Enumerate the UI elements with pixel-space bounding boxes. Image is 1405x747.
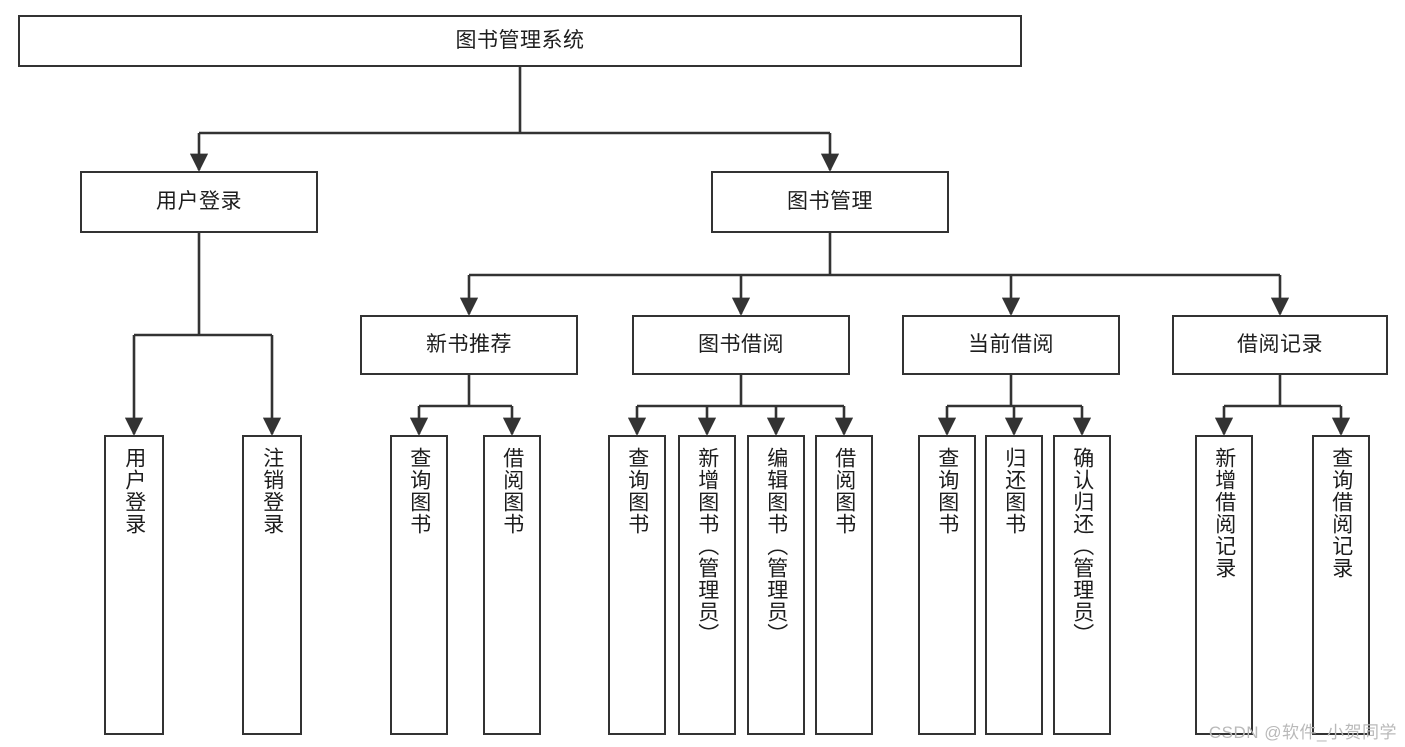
node-confirm-return-admin[interactable]: 确认归还（管理员） bbox=[1053, 435, 1111, 735]
node-user-login[interactable]: 用户登录 bbox=[80, 171, 318, 233]
node-user-logout[interactable]: 注销登录 bbox=[242, 435, 302, 735]
node-label: 图书管理系统 bbox=[455, 29, 585, 53]
node-query-book-3[interactable]: 查询图书 bbox=[918, 435, 976, 735]
node-label: 查询图书 bbox=[935, 447, 959, 535]
node-user-login-do[interactable]: 用户登录 bbox=[104, 435, 164, 735]
node-label: 用户登录 bbox=[122, 447, 146, 535]
node-borrow-record[interactable]: 借阅记录 bbox=[1172, 315, 1388, 375]
node-label: 新书推荐 bbox=[426, 333, 512, 357]
node-label: 查询图书 bbox=[625, 447, 649, 535]
node-label: 借阅图书 bbox=[832, 447, 856, 535]
watermark: CSDN @软件_小贺同学 bbox=[1208, 723, 1397, 742]
node-label: 图书借阅 bbox=[698, 333, 784, 357]
node-return-book[interactable]: 归还图书 bbox=[985, 435, 1043, 735]
node-new-book-recommend[interactable]: 新书推荐 bbox=[360, 315, 578, 375]
node-query-book-2[interactable]: 查询图书 bbox=[608, 435, 666, 735]
node-label: 图书管理 bbox=[787, 190, 873, 214]
node-edit-book-admin[interactable]: 编辑图书（管理员） bbox=[747, 435, 805, 735]
node-root[interactable]: 图书管理系统 bbox=[18, 15, 1022, 67]
node-borrow-book-2[interactable]: 借阅图书 bbox=[815, 435, 873, 735]
node-label: 借阅记录 bbox=[1237, 333, 1323, 357]
node-label: 新增借阅记录 bbox=[1212, 447, 1236, 579]
node-book-borrow[interactable]: 图书借阅 bbox=[632, 315, 850, 375]
node-query-book-1[interactable]: 查询图书 bbox=[390, 435, 448, 735]
node-book-manage[interactable]: 图书管理 bbox=[711, 171, 949, 233]
node-add-borrow-record[interactable]: 新增借阅记录 bbox=[1195, 435, 1253, 735]
node-label: 借阅图书 bbox=[500, 447, 524, 535]
node-label: 归还图书 bbox=[1002, 447, 1026, 535]
node-add-book-admin[interactable]: 新增图书（管理员） bbox=[678, 435, 736, 735]
node-label: 新增图书（管理员） bbox=[695, 447, 719, 645]
node-label: 当前借阅 bbox=[968, 333, 1054, 357]
node-borrow-book-1[interactable]: 借阅图书 bbox=[483, 435, 541, 735]
node-label: 注销登录 bbox=[260, 447, 284, 535]
node-label: 编辑图书（管理员） bbox=[764, 447, 788, 645]
node-label: 用户登录 bbox=[156, 190, 242, 214]
node-query-borrow-record[interactable]: 查询借阅记录 bbox=[1312, 435, 1370, 735]
node-label: 确认归还（管理员） bbox=[1070, 447, 1094, 645]
node-label: 查询借阅记录 bbox=[1329, 447, 1353, 579]
node-label: 查询图书 bbox=[407, 447, 431, 535]
node-current-borrow[interactable]: 当前借阅 bbox=[902, 315, 1120, 375]
